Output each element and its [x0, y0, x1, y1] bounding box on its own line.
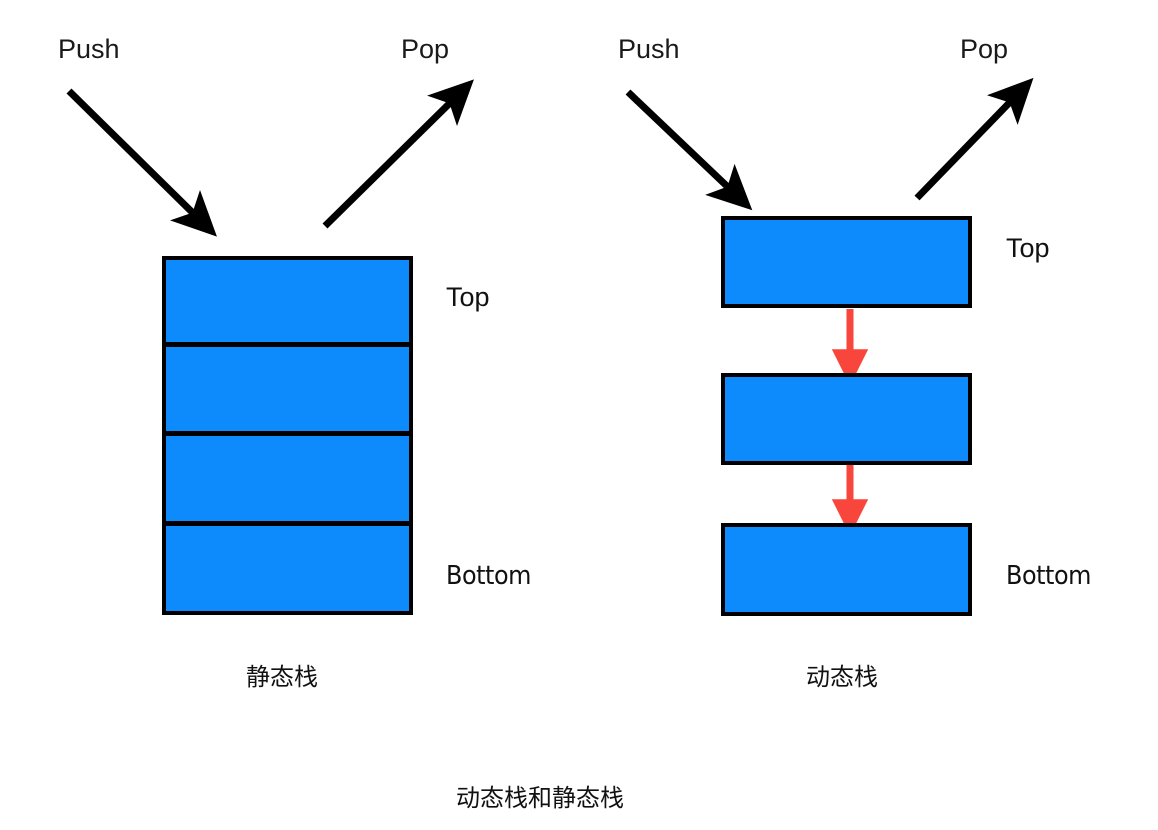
left-bottom-label: Bottom — [446, 561, 531, 591]
static-stack-segment-3[interactable] — [162, 434, 413, 524]
static-stack-divider-1 — [162, 342, 413, 347]
left-caption: 静态栈 — [246, 663, 318, 691]
right-top-label: Top — [1006, 233, 1050, 263]
static-stack-segment-2[interactable] — [162, 345, 413, 434]
right-push-arrow — [625, 89, 753, 211]
dynamic-stack-node-2[interactable] — [721, 373, 972, 465]
dynamic-stack-node-1[interactable] — [721, 216, 972, 308]
static-stack-divider-2 — [162, 431, 413, 436]
left-pop-arrow — [322, 79, 474, 229]
right-pop-label: Pop — [960, 34, 1009, 64]
left-pop-label: Pop — [401, 34, 450, 64]
static-stack-divider-3 — [162, 521, 413, 526]
static-stack-segment-1[interactable] — [162, 256, 413, 345]
figure-caption: 动态栈和静态栈 — [456, 784, 624, 812]
right-pop-arrow — [914, 77, 1034, 201]
right-bottom-label: Bottom — [1006, 561, 1091, 591]
dynamic-stack-node-3[interactable] — [721, 523, 972, 616]
left-top-label: Top — [446, 282, 490, 312]
left-push-label: Push — [58, 34, 120, 64]
right-push-label: Push — [618, 34, 680, 64]
right-caption: 动态栈 — [806, 663, 878, 691]
left-push-arrow — [66, 88, 217, 237]
static-stack-segment-4[interactable] — [162, 524, 413, 615]
